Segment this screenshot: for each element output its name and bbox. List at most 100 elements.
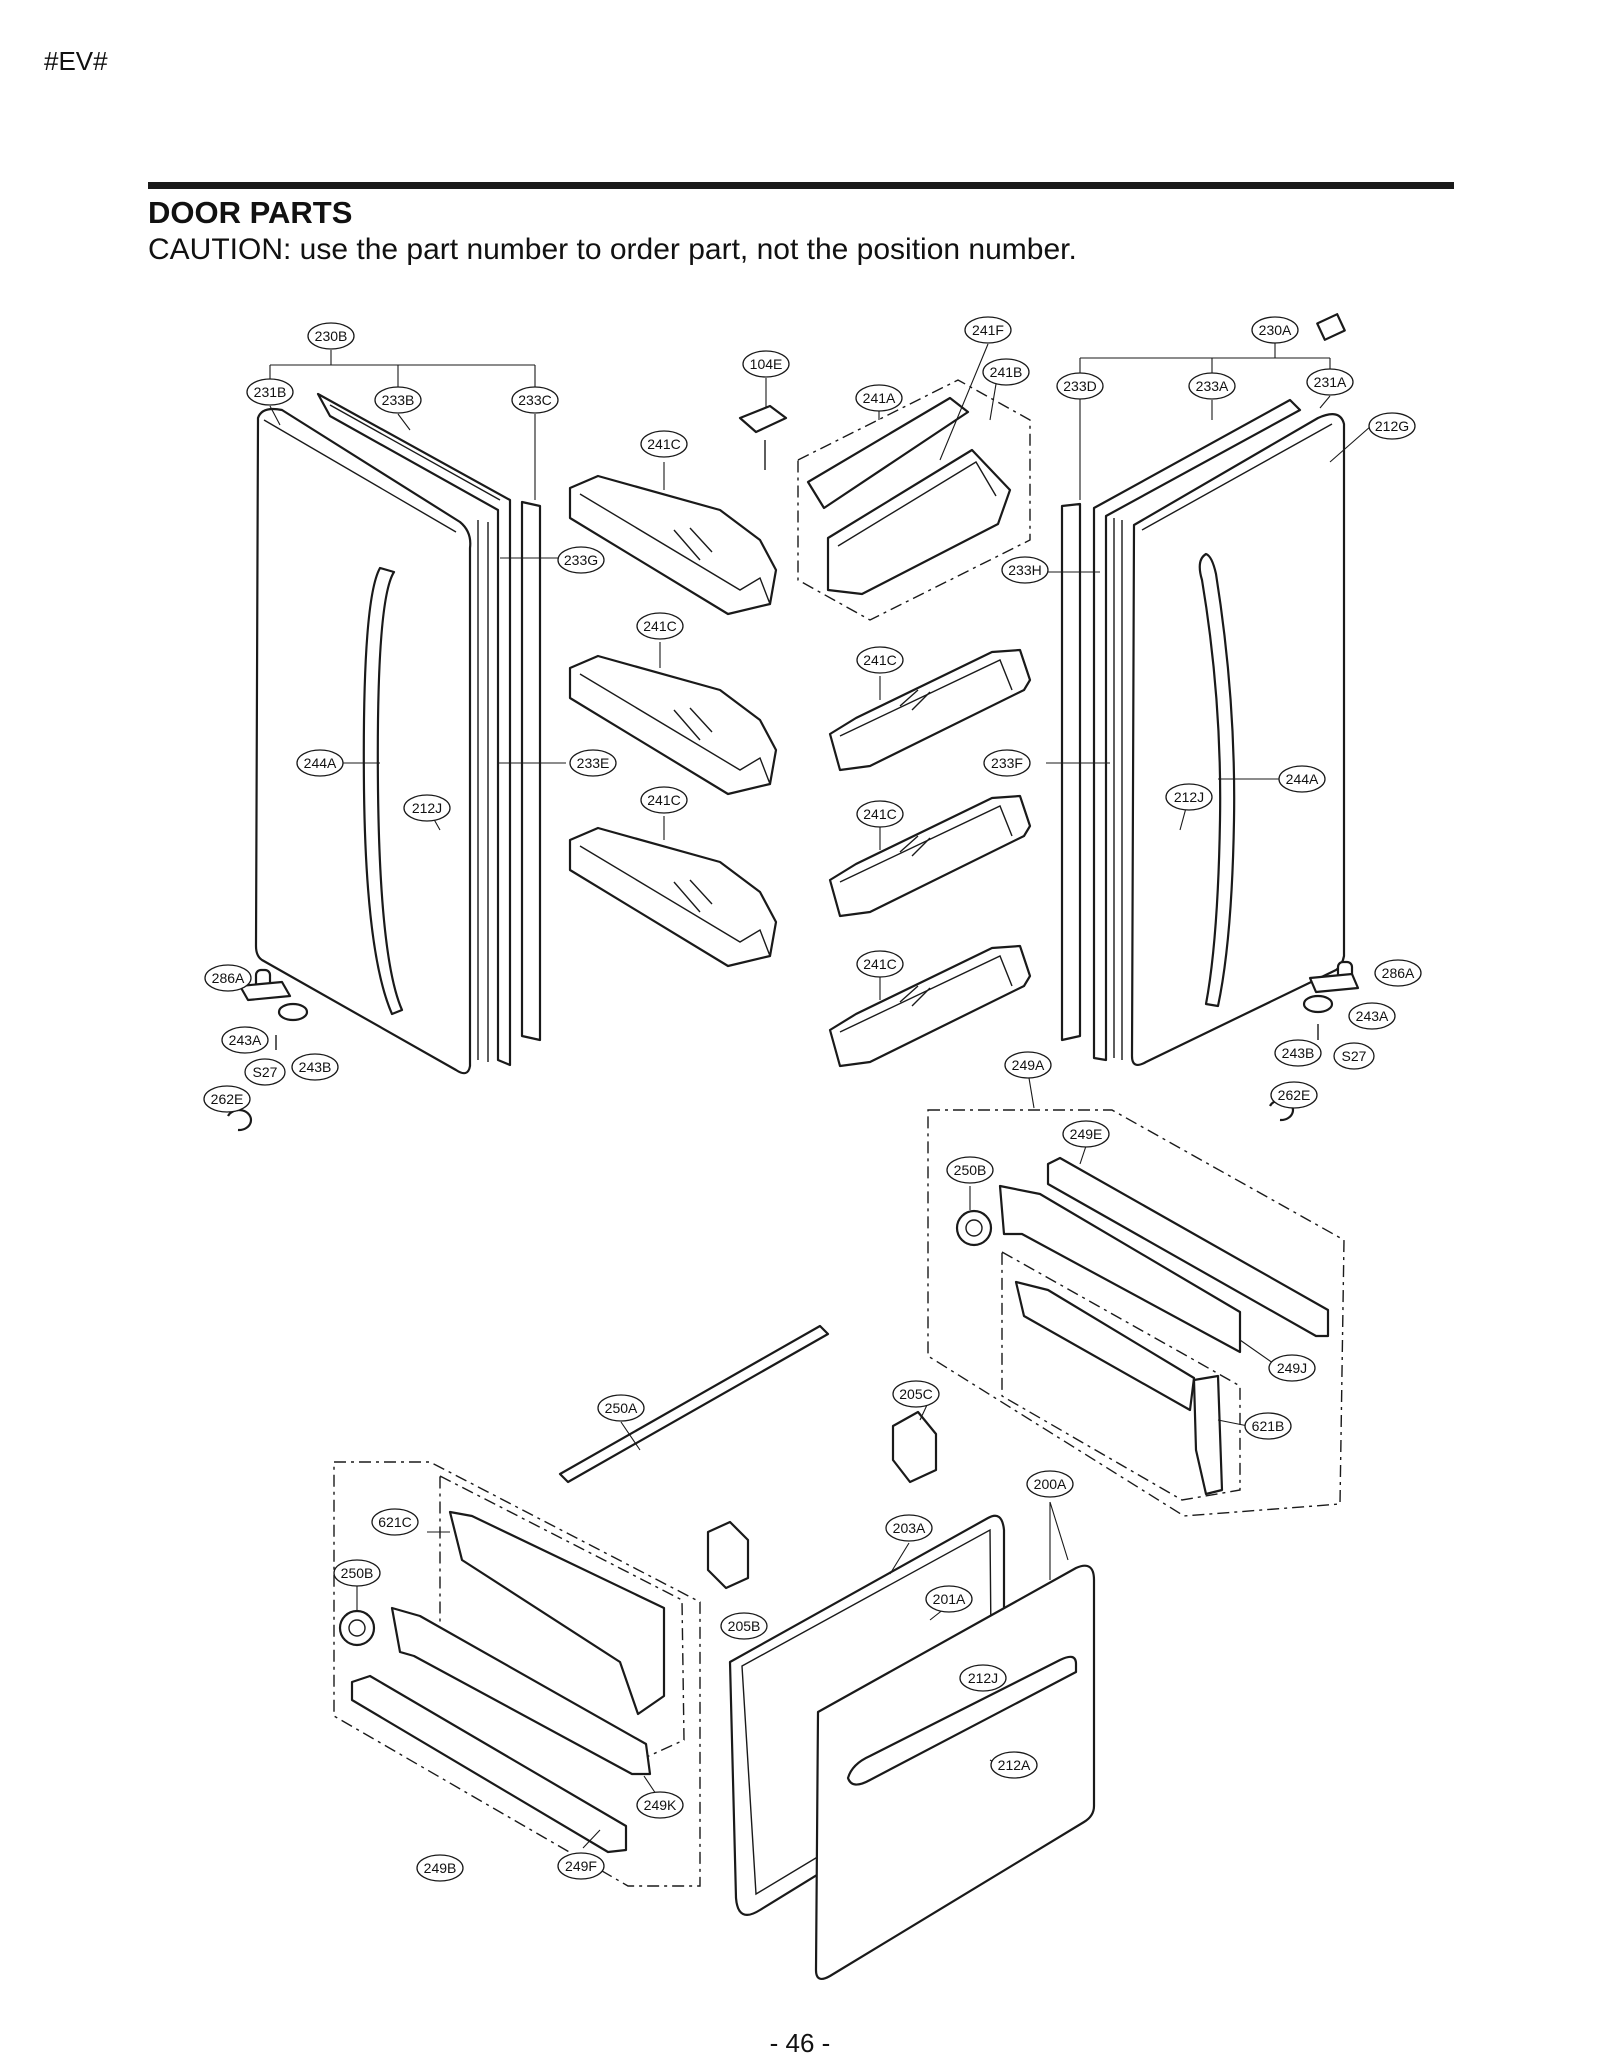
callout-bubble	[246, 378, 294, 406]
rail-621B	[1014, 1280, 1196, 1412]
callout-212J-left: 212J	[403, 794, 451, 822]
callout-label: 621C	[378, 1514, 411, 1530]
callout-621C: 621C	[371, 1508, 419, 1536]
left-e-ring	[227, 1108, 253, 1132]
callout-bubble	[244, 1058, 286, 1086]
bin-right-1	[828, 648, 1032, 772]
callout-label: 231A	[1314, 374, 1347, 390]
callout-233H: 233H	[1001, 556, 1049, 584]
callout-bubble	[856, 646, 904, 674]
callout-243B-right: 243B	[1274, 1039, 1322, 1067]
drawer-rail-assembly-left	[333, 1461, 701, 1887]
caution-note: CAUTION: use the part number to order pa…	[148, 233, 1077, 266]
callout-bubble	[374, 386, 422, 414]
callout-bubble	[597, 1394, 645, 1422]
callout-bubble	[946, 1156, 994, 1184]
callout-203A: 203A	[885, 1514, 933, 1542]
callout-233D: 233D	[1056, 372, 1104, 400]
bin-right-3	[828, 944, 1032, 1068]
callout-bubble	[557, 1852, 605, 1880]
callout-233E: 233E	[569, 749, 617, 777]
callout-243A-right: 243A	[1348, 1002, 1396, 1030]
callout-bubble	[636, 1791, 684, 1819]
callout-label: 233F	[991, 755, 1023, 771]
callout-bubble	[1026, 1470, 1074, 1498]
callout-bubble	[885, 1514, 933, 1542]
title-rule	[148, 182, 1454, 189]
callout-label: 262E	[1278, 1087, 1311, 1103]
callout-212G: 212G	[1368, 412, 1416, 440]
callout-label: 262E	[211, 1091, 244, 1107]
callout-label: 212A	[998, 1757, 1031, 1773]
callout-bubble	[307, 322, 355, 350]
rail-end-plate	[1192, 1374, 1224, 1496]
callout-241C-5: 241C	[856, 800, 904, 828]
callout-bubble	[1270, 1081, 1318, 1109]
right-door-label	[1316, 313, 1346, 341]
callout-212J-right: 212J	[1165, 783, 1213, 811]
callout-bubble	[1333, 1042, 1375, 1070]
callout-label: S27	[253, 1064, 278, 1080]
callout-230A: 230A	[1251, 316, 1299, 344]
callout-label: 233A	[1196, 378, 1229, 394]
callout-label: 250B	[341, 1565, 374, 1581]
callout-bubble	[1165, 783, 1213, 811]
callout-label: 212J	[1174, 789, 1204, 805]
callout-249K: 249K	[636, 1791, 684, 1819]
bin-left-1	[568, 474, 778, 616]
drawer-rail-assembly-right	[927, 1109, 1345, 1517]
callout-621B: 621B	[1244, 1412, 1292, 1440]
callout-231A: 231A	[1306, 368, 1354, 396]
callout-bubble	[1188, 372, 1236, 400]
callout-bubble	[1004, 1051, 1052, 1079]
callout-bubble	[856, 800, 904, 828]
callout-249F: 249F	[557, 1852, 605, 1880]
bin-left-2	[568, 654, 778, 796]
callout-label: 241C	[643, 618, 676, 634]
callout-205B: 205B	[720, 1612, 768, 1640]
callout-bubble	[1244, 1412, 1292, 1440]
callout-label: 249K	[644, 1797, 677, 1813]
callout-bubble	[990, 1751, 1038, 1779]
rail-621C	[448, 1510, 666, 1716]
callout-241C-4: 241C	[640, 786, 688, 814]
callout-bubble	[403, 794, 451, 822]
callout-bubble	[291, 1053, 339, 1081]
callout-label: 243B	[1282, 1045, 1315, 1061]
callout-241F: 241F	[964, 316, 1012, 344]
callout-104E: 104E	[742, 350, 790, 378]
callout-241B: 241B	[982, 358, 1030, 386]
callout-bubble	[1348, 1002, 1396, 1030]
callout-label: 201A	[933, 1591, 966, 1607]
callout-241C-1: 241C	[640, 430, 688, 458]
callout-label: 241A	[863, 390, 896, 406]
callout-249E: 249E	[1062, 1120, 1110, 1148]
callout-bubble	[296, 749, 344, 777]
drawer-clip-205C	[891, 1410, 938, 1484]
callout-bubble	[569, 749, 617, 777]
callout-bubble	[511, 386, 559, 414]
callout-bubble	[1278, 765, 1326, 793]
gear-250B-right	[955, 1209, 993, 1247]
callout-label: 230B	[315, 328, 348, 344]
callout-212J-drawer: 212J	[959, 1664, 1007, 1692]
bin-right-2	[828, 794, 1032, 918]
callout-233A: 233A	[1188, 372, 1236, 400]
callout-label: 243B	[299, 1059, 332, 1075]
callout-bubble	[1374, 959, 1422, 987]
callout-label: 104E	[750, 356, 783, 372]
callout-bubble	[964, 316, 1012, 344]
callout-label: 231B	[254, 384, 287, 400]
right-door-gasket	[1092, 398, 1302, 1062]
callout-label: 241C	[863, 806, 896, 822]
callout-bubble	[203, 1085, 251, 1113]
callout-label: 249F	[565, 1858, 597, 1874]
callout-243B-left: 243B	[291, 1053, 339, 1081]
right-door-panel	[1130, 413, 1346, 1066]
rail-249K	[390, 1606, 652, 1776]
callout-label: 230A	[1259, 322, 1292, 338]
right-hinge-bracket	[1308, 972, 1360, 994]
callout-bubble	[1368, 412, 1416, 440]
callout-label: 241B	[990, 364, 1023, 380]
